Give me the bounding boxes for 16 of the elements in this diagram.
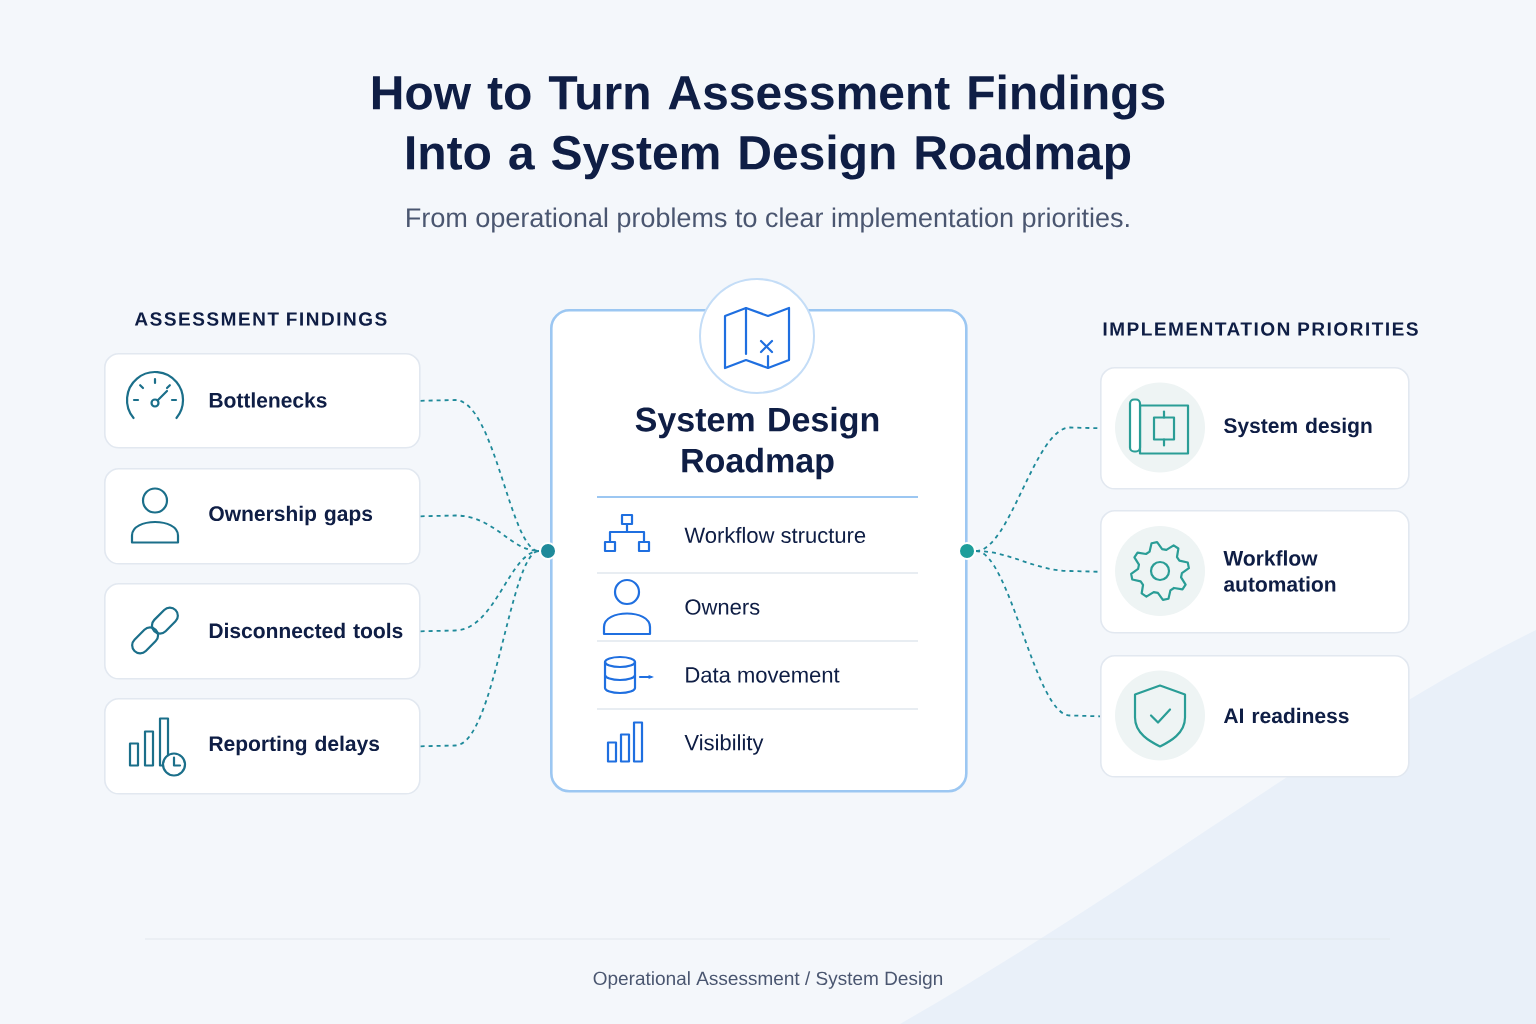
title: How to Turn Assessment Findings Into a System Design Roadmap <box>372 74 1165 180</box>
dotted-connector <box>975 550 1101 718</box>
card: Bottlenecks <box>104 353 421 449</box>
card: Disconnected tools <box>104 583 421 680</box>
dotted-connector <box>419 550 540 748</box>
section-heading: ASSESSMENT FINDINGS <box>134 312 387 326</box>
row-label: Visibility <box>684 734 764 755</box>
dotted-connector <box>419 550 540 633</box>
section-heading: IMPLEMENTATION PRIORITIES <box>1103 322 1418 336</box>
footer-text: Operational Assessment / System Design <box>593 971 943 989</box>
subtitle: From operational problems to clear implementation priorities. <box>407 207 1129 233</box>
row-label: Data movement <box>686 667 840 683</box>
card: Ownership gaps <box>104 468 421 565</box>
row-label: Workflow structure <box>684 526 866 544</box>
row-label: Owners <box>685 599 760 615</box>
card: Reporting delays <box>104 698 421 795</box>
